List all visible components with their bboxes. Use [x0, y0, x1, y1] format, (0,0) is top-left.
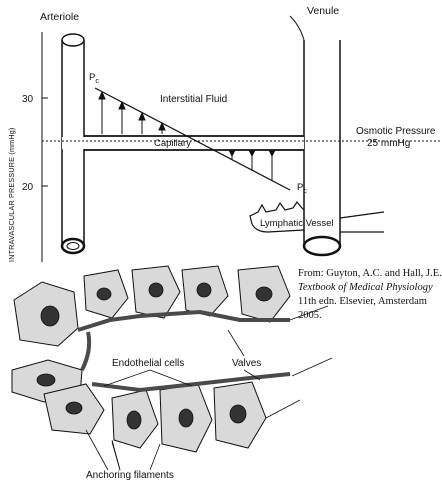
- osmotic-pressure-value: 25 mmHg: [367, 138, 410, 149]
- anchoring-filament: [149, 443, 161, 471]
- venule-label: Venule: [307, 5, 339, 17]
- nucleus: [126, 410, 142, 430]
- junction-upper: [77, 309, 290, 332]
- anchoring-filaments: [85, 305, 333, 471]
- junction-lower: [91, 372, 291, 393]
- osmotic-pressure-label: Osmotic Pressure: [356, 126, 436, 137]
- citation-line-1: From: Guyton, A.C. and Hall, J.E.: [298, 268, 442, 279]
- y-axis-label: INTRAVASCULAR PRESSURE (mmHg): [7, 127, 16, 262]
- anchoring-filament: [291, 357, 333, 377]
- arteriole-top-opening: [61, 33, 85, 47]
- capillary-label: Capillary: [154, 138, 191, 149]
- nucleus: [178, 408, 194, 428]
- nucleus: [40, 305, 60, 327]
- citation-line-3: 11th edn. Elsevier, Amsterdam: [298, 296, 427, 307]
- citation-line-2: Textbook of Medical Physiology: [298, 282, 433, 293]
- nucleus: [196, 282, 212, 298]
- lymphatic-capillary-diagram: Endothelial cells Valves Anchoring filam…: [11, 265, 333, 481]
- valves-label: Valves: [232, 358, 261, 369]
- anchoring-filament: [289, 305, 329, 321]
- nucleus: [36, 373, 56, 387]
- endothelial-cells-label: Endothelial cells: [112, 358, 184, 369]
- lymphatic-vessel-bottom: [251, 223, 305, 233]
- nucleus: [229, 404, 247, 424]
- reabsorption-arrows: [228, 149, 276, 181]
- y-tick-label-30: 30: [22, 94, 34, 105]
- nuclei: [36, 282, 273, 430]
- lymphatic-vessel-top: [249, 200, 305, 225]
- arteriole-label: Arteriole: [40, 11, 79, 23]
- nucleus: [148, 282, 164, 298]
- capillary-pressure-line: [94, 87, 291, 191]
- y-tick-label-20: 20: [22, 182, 34, 193]
- anchoring-filament: [265, 399, 301, 419]
- lymphatic-vessel-outflow: [339, 211, 385, 233]
- nucleus: [96, 287, 112, 301]
- citation-line-4: 2005.: [298, 310, 322, 321]
- leader-lines: [103, 329, 261, 471]
- venule-tube: [303, 40, 341, 246]
- venule-bottom-opening: [302, 235, 342, 257]
- citation-block: From: Guyton, A.C. and Hall, J.E. Textbo…: [298, 267, 442, 327]
- pc-label-end: Pc: [297, 182, 307, 195]
- anchoring-filament: [85, 429, 109, 471]
- anchoring-filaments-label: Anchoring filaments: [86, 470, 174, 481]
- nucleus: [65, 401, 83, 415]
- nucleus: [255, 286, 273, 302]
- pc-label-start: Pc: [89, 72, 99, 85]
- filtration-arrows: [98, 90, 166, 134]
- capillary-pressure-diagram: Arteriole Venule 30 20 INTRAVASCULAR PRE…: [7, 5, 442, 262]
- interstitial-fluid-label: Interstitial Fluid: [160, 94, 227, 105]
- lymphatic-vessel-label: Lymphatic Vessel: [260, 218, 334, 229]
